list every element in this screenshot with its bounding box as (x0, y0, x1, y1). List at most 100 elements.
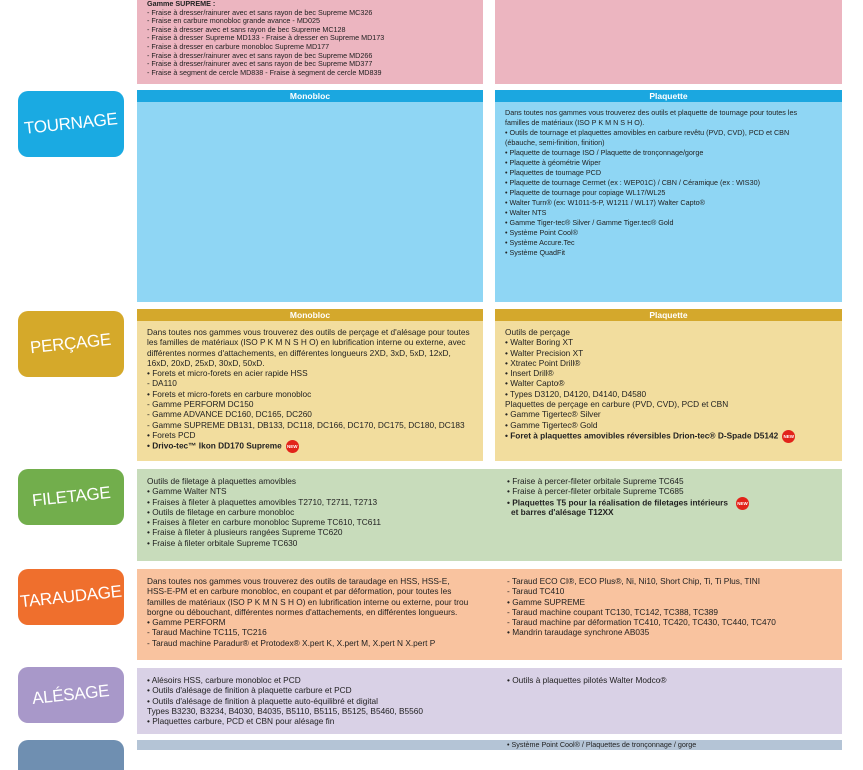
alesage-right-text: • Outils à plaquettes pilotés Walter Mod… (507, 675, 667, 685)
tab-label: TARAUDAGE (19, 581, 123, 612)
list-item: - Fraise en carbure monobloc grande avan… (147, 16, 320, 26)
tab-label: FILETAGE (30, 482, 111, 511)
list-item: • Système Point Cool® (505, 228, 578, 237)
bottom-right-text: • Système Point Cool® / Plaquettes de tr… (507, 740, 697, 750)
taraudage-panel: Dans toutes nos gammes vous trouverez de… (137, 569, 842, 660)
list-item: les familles de matériaux (ISO P K M N S… (147, 337, 466, 348)
list-item: Plaquettes de perçage en carbure (PVD, C… (505, 399, 729, 410)
list-item: • Plaquettes T5 pour la réalisation de f… (507, 496, 749, 510)
list-item: - Taraud TC410 (507, 586, 565, 597)
list-item: - Fraise à dresser/rainurer avec et sans… (147, 7, 373, 17)
new-badge: NEW (736, 496, 749, 510)
list-item: Gamme SUPREME : (147, 0, 216, 8)
list-item: • Forets et micro-forets en carbure mono… (147, 388, 312, 399)
alesage-panel: • Alésoirs HSS, carbure monobloc et PCD … (137, 668, 842, 734)
section-header: Plaquette (495, 90, 842, 102)
list-item: • Gamme PERFORM (147, 617, 226, 628)
list-item: - Fraise à dresser Supreme MD133 - Frais… (147, 33, 385, 43)
tournage-right-text: Dans toutes nos gammes vous trouverez de… (505, 108, 797, 258)
list-item: - Taraud machine coupant TC130, TC142, T… (507, 606, 718, 617)
list-item: • Outils d'alésage de finition à plaquet… (147, 685, 352, 696)
list-item: • Fraises à fileter en carbure monobloc … (147, 517, 381, 528)
list-item: • Système Point Cool® / Plaquettes de tr… (507, 740, 697, 749)
alesage-left-text: • Alésoirs HSS, carbure monobloc et PCD … (147, 675, 423, 726)
list-item: différentes normes d'attachements, en di… (147, 347, 451, 358)
bold-item: • Plaquettes T5 pour la réalisation de f… (507, 497, 728, 508)
list-item: borgne ou débouchant, différentes normes… (147, 606, 458, 617)
tab-label: ALÉSAGE (31, 681, 111, 708)
percage-left-text: Dans toutes nos gammes vous trouverez de… (147, 327, 470, 454)
list-item: • Gamme SUPREME (507, 596, 586, 607)
list-item: • Walter Precision XT (505, 347, 584, 358)
list-item: • Outils d'alésage de finition à plaquet… (147, 695, 378, 706)
list-item: Dans toutes nos gammes vous trouverez de… (147, 576, 450, 586)
new-badge: NEW (285, 440, 299, 454)
list-item: Outils de perçage (505, 327, 571, 337)
list-item: Types B3230, B3234, B4030, B4035, B5110,… (147, 705, 424, 716)
list-item: (ébauche, semi-finition, finition) (505, 138, 605, 147)
bold-item: • Drivo-tec™ Ikon DD170 Supreme (147, 440, 282, 451)
tournage-plaquette-panel: Plaquette Dans toutes nos gammes vous tr… (495, 90, 842, 302)
list-item: • Insert Drill® (505, 368, 554, 379)
tab-taraudage[interactable]: TARAUDAGE (18, 569, 124, 625)
bold-item: • Foret à plaquettes amovibles réversibl… (505, 430, 779, 441)
tab-percage[interactable]: PERÇAGE (18, 311, 124, 377)
list-item: • Fraise à fileter à plusieurs rangées S… (147, 527, 343, 538)
list-item: • Xtratec Point Drill® (505, 357, 581, 368)
tab-label: TOURNAGE (23, 109, 119, 138)
top-right-panel (495, 0, 842, 84)
list-item: - Fraise à dresser en carbure monobloc S… (147, 41, 330, 51)
list-item: et barres d'alésage T12XX (511, 506, 614, 517)
list-item: Dans toutes nos gammes vous trouverez de… (505, 108, 798, 117)
list-item: - Gamme SUPREME DB131, DB133, DC118, DC1… (147, 419, 465, 430)
list-item: - DA110 (147, 378, 177, 389)
filetage-left-text: Outils de filetage à plaquettes amovible… (147, 476, 381, 548)
section-header: Monobloc (137, 309, 483, 321)
filetage-right-text: • Fraise à percer-fileter orbitale Supre… (507, 476, 749, 517)
list-item: - Gamme PERFORM DC150 (147, 399, 254, 410)
list-item: HSS-E-PM et en carbure monobloc, en coup… (147, 586, 452, 597)
list-item: • Alésoirs HSS, carbure monobloc et PCD (147, 675, 301, 685)
tab-alesage[interactable]: ALÉSAGE (18, 667, 124, 723)
list-item: • Forets PCD (147, 429, 196, 440)
list-item: - Fraise à dresser/rainurer avec et sans… (147, 50, 373, 60)
top-left-text: Gamme SUPREME : - Fraise à dresser/rainu… (147, 0, 384, 77)
list-item: - Taraud machine Paradur® et Protodex® X… (147, 637, 436, 648)
tab-tournage[interactable]: TOURNAGE (18, 91, 124, 157)
percage-monobloc-panel: Monobloc Dans toutes nos gammes vous tro… (137, 309, 483, 461)
list-item: • Mandrin taraudage synchrone AB035 (507, 627, 650, 638)
list-item: familles de matériaux (ISO P K M N S H O… (147, 596, 469, 607)
taraudage-left-text: Dans toutes nos gammes vous trouverez de… (147, 576, 468, 648)
section-header: Monobloc (137, 90, 483, 102)
list-item: familles de matériaux (ISO P K M N S H O… (505, 118, 645, 127)
list-item: • Système Accure.Tec (505, 238, 575, 247)
list-item: • Plaquette à géométrie Wiper (505, 158, 601, 167)
list-item: • Types D3120, D4120, D4140, D4580 (505, 388, 647, 399)
list-item: • Plaquettes carbure, PCD et CBN pour al… (147, 716, 335, 727)
list-item: - Fraise à segment de cercle MD838 - Fra… (147, 67, 382, 77)
list-item: • Plaquette de tournage pour copiage WL1… (505, 188, 666, 197)
percage-right-text: Outils de perçage • Walter Boring XT • W… (505, 327, 796, 443)
list-item: Dans toutes nos gammes vous trouverez de… (147, 327, 470, 337)
list-item: - Taraud ECO CI®, ECO Plus®, Ni, Ni10, S… (507, 576, 761, 586)
new-badge: NEW (782, 429, 796, 443)
list-item: • Plaquettes de tournage PCD (505, 168, 602, 177)
list-item: Outils de filetage à plaquettes amovible… (147, 476, 296, 486)
list-item: • Fraise à fileter orbitale Supreme TC63… (147, 537, 298, 548)
list-item: • Foret à plaquettes amovibles réversibl… (505, 429, 796, 443)
list-item: - Gamme ADVANCE DC160, DC165, DC260 (147, 409, 312, 420)
list-item: • Outils de tournage et plaquettes amovi… (505, 128, 790, 137)
tab-filetage[interactable]: FILETAGE (18, 469, 124, 525)
list-item: • Système QuadFit (505, 248, 566, 257)
list-item: - Fraise à dresser avec et sans rayon de… (147, 24, 346, 34)
tab-bottom[interactable] (18, 740, 124, 770)
tournage-monobloc-panel: Monobloc (137, 90, 483, 302)
taraudage-right-text: - Taraud ECO CI®, ECO Plus®, Ni, Ni10, S… (507, 576, 776, 638)
bottom-panel: • Système Point Cool® / Plaquettes de tr… (137, 740, 842, 750)
list-item: - Fraise à dresser/rainurer avec et sans… (147, 59, 373, 69)
list-item: • Plaquette de tournage ISO / Plaquette … (505, 148, 704, 157)
section-header: Plaquette (495, 309, 842, 321)
list-item: • Forets et micro-forets en acier rapide… (147, 368, 308, 379)
list-item: • Outils de filetage en carbure monobloc (147, 506, 295, 517)
